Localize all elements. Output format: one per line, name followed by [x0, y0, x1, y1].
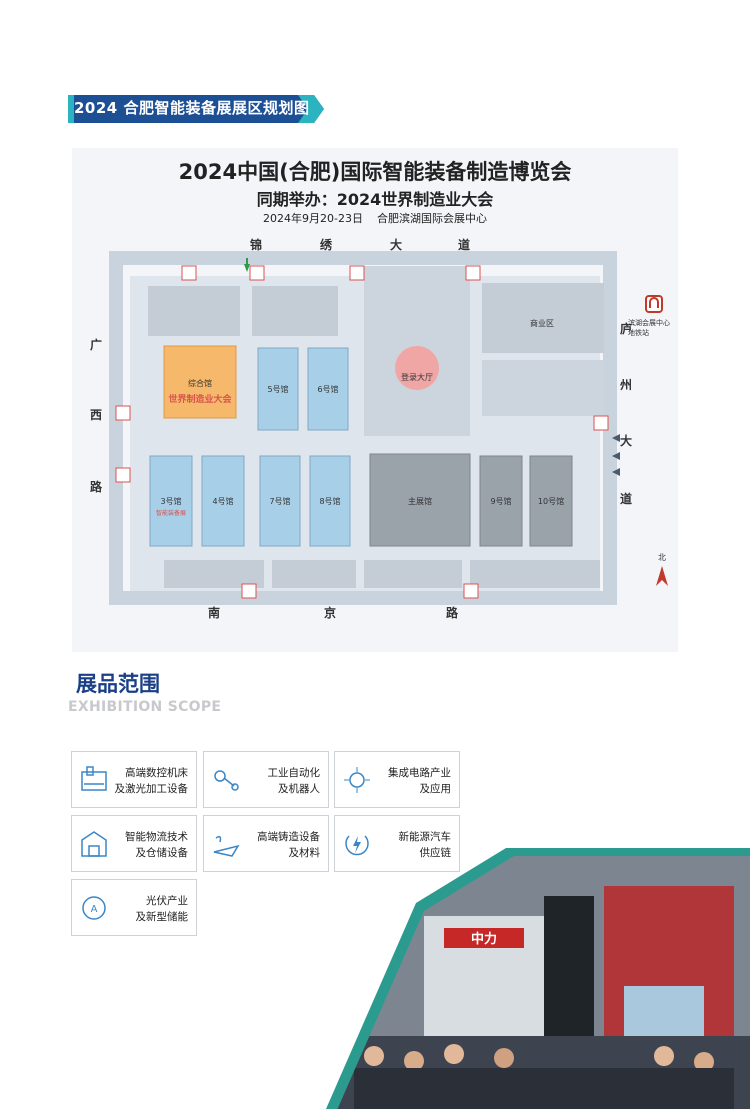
scope-card: 高端数控机床及激光加工设备 — [71, 751, 197, 808]
venue-map: 2024中国(合肥)国际智能装备制造博览会 同期举办：2024世界制造业大会 2… — [72, 148, 678, 652]
road-south-3: 路 — [446, 606, 459, 620]
road-west-3: 路 — [90, 480, 103, 494]
banner-background — [68, 95, 324, 123]
card-line1: 智能物流技术 — [125, 831, 188, 843]
arrow-left-icon — [612, 468, 620, 476]
road-east-3: 大 — [620, 434, 633, 448]
solar-icon: A — [82, 896, 106, 920]
road-west-1: 广 — [90, 338, 103, 352]
hall-7 — [259, 455, 301, 547]
scope-card: 工业自动化及机器人 — [203, 751, 329, 808]
scope-card: 智能物流技术及仓储设备 — [71, 815, 197, 872]
card-line2: 及激光加工设备 — [114, 783, 189, 795]
commercial-area — [482, 283, 604, 353]
road-south-1: 南 — [208, 606, 221, 620]
hall-5-label: 5号馆 — [267, 385, 289, 394]
card-line2: 及材料 — [288, 847, 321, 859]
hall-3-label: 3号馆 — [160, 497, 182, 506]
map-venue: 合肥滨湖国际会展中心 — [376, 212, 487, 225]
hall-10-label: 10号馆 — [537, 497, 565, 506]
scope-title: 展品范围 — [76, 672, 160, 696]
arrow-left-icon — [612, 434, 620, 442]
site-plan — [109, 251, 668, 605]
road-west-2: 西 — [90, 408, 103, 422]
card-line2: 及机器人 — [278, 783, 320, 795]
card-line1: 高端铸造设备 — [257, 831, 320, 843]
card-line2: 及应用 — [419, 783, 452, 795]
arrow-left-icon — [612, 452, 620, 460]
road-north-4: 道 — [458, 238, 471, 252]
road-north-3: 大 — [390, 238, 403, 252]
warehouse-icon — [81, 831, 107, 857]
hall-wmc-label: 世界制造业大会 — [168, 395, 232, 405]
scope-subtitle: EXHIBITION SCOPE — [68, 699, 222, 715]
card-line2: 及新型储能 — [135, 911, 189, 923]
card-line1: 新能源汽车 — [398, 831, 452, 843]
hall-comprehensive — [163, 345, 237, 419]
north-label: 北 — [658, 553, 666, 562]
card-line2: 供应链 — [419, 847, 452, 859]
metro-line1: 滨湖会展中心 — [628, 319, 670, 327]
scope-card: 集成电路产业及应用 — [334, 751, 460, 808]
hall-6 — [307, 347, 349, 431]
casting-icon — [213, 835, 240, 857]
metro-line2: 地铁站 — [628, 329, 649, 337]
hall-comprehensive-label: 综合馆 — [188, 379, 212, 388]
hall-8-label: 8号馆 — [319, 497, 341, 506]
hall-8 — [309, 455, 351, 547]
hall-5 — [257, 347, 299, 431]
road-south-2: 京 — [324, 606, 337, 620]
metro-label: 滨湖会展中心地铁站 — [628, 318, 678, 338]
commercial-label: 商业区 — [530, 319, 554, 328]
svg-text:A: A — [91, 904, 98, 915]
map-date-venue: 2024年9月20-23日 合肥滨湖国际会展中心 — [72, 210, 678, 226]
scope-card: 高端铸造设备及材料 — [203, 815, 329, 872]
chip-icon — [344, 767, 370, 793]
card-line1: 集成电路产业 — [388, 767, 451, 779]
hall-main-label: 主展馆 — [408, 497, 432, 506]
exhibition-photo: 中力 — [326, 848, 750, 1109]
ring-road — [109, 251, 617, 605]
hall-9 — [479, 455, 523, 547]
map-date: 2024年9月20-23日 — [263, 212, 363, 225]
road-east-1: 庐 — [620, 322, 633, 336]
road-east-2: 州 — [620, 378, 633, 392]
road-north-2: 绣 — [320, 238, 333, 252]
card-line1: 光伏产业 — [146, 895, 188, 907]
card-line2: 及仓储设备 — [135, 847, 189, 859]
road-north-1: 锦 — [250, 238, 263, 252]
cnc-machine-icon — [81, 766, 107, 791]
hall-3 — [149, 455, 193, 547]
card-line1: 高端数控机床 — [125, 767, 188, 779]
compass-icon — [656, 566, 668, 586]
hall-7-label: 7号馆 — [269, 497, 291, 506]
ev-charge-icon — [345, 835, 369, 856]
banner-title: 2024 合肥智能装备展展区规划图 — [74, 99, 310, 117]
registration-label: 登录大厅 — [401, 373, 433, 382]
scope-card: 新能源汽车供应链 — [334, 815, 460, 872]
hall-3-note: 智能装备展 — [155, 510, 186, 517]
hall-9-label: 9号馆 — [490, 497, 512, 506]
entry-arrow-icon — [244, 264, 250, 272]
brand-sign: 中力 — [471, 931, 497, 947]
robot-arm-icon — [214, 770, 239, 791]
hall-6-label: 6号馆 — [317, 385, 339, 394]
hall-4 — [201, 455, 245, 547]
registration-hall — [395, 346, 439, 390]
hall-4-label: 4号馆 — [212, 497, 234, 506]
map-title: 2024中国(合肥)国际智能装备制造博览会 — [178, 160, 572, 184]
scope-card: A 光伏产业及新型储能 — [71, 879, 197, 936]
road-east-4: 道 — [620, 492, 633, 506]
card-line1: 工业自动化 — [267, 767, 321, 779]
map-subtitle: 同期举办：2024世界制造业大会 — [256, 190, 494, 209]
hall-10 — [529, 455, 573, 547]
hall-main — [369, 453, 471, 547]
